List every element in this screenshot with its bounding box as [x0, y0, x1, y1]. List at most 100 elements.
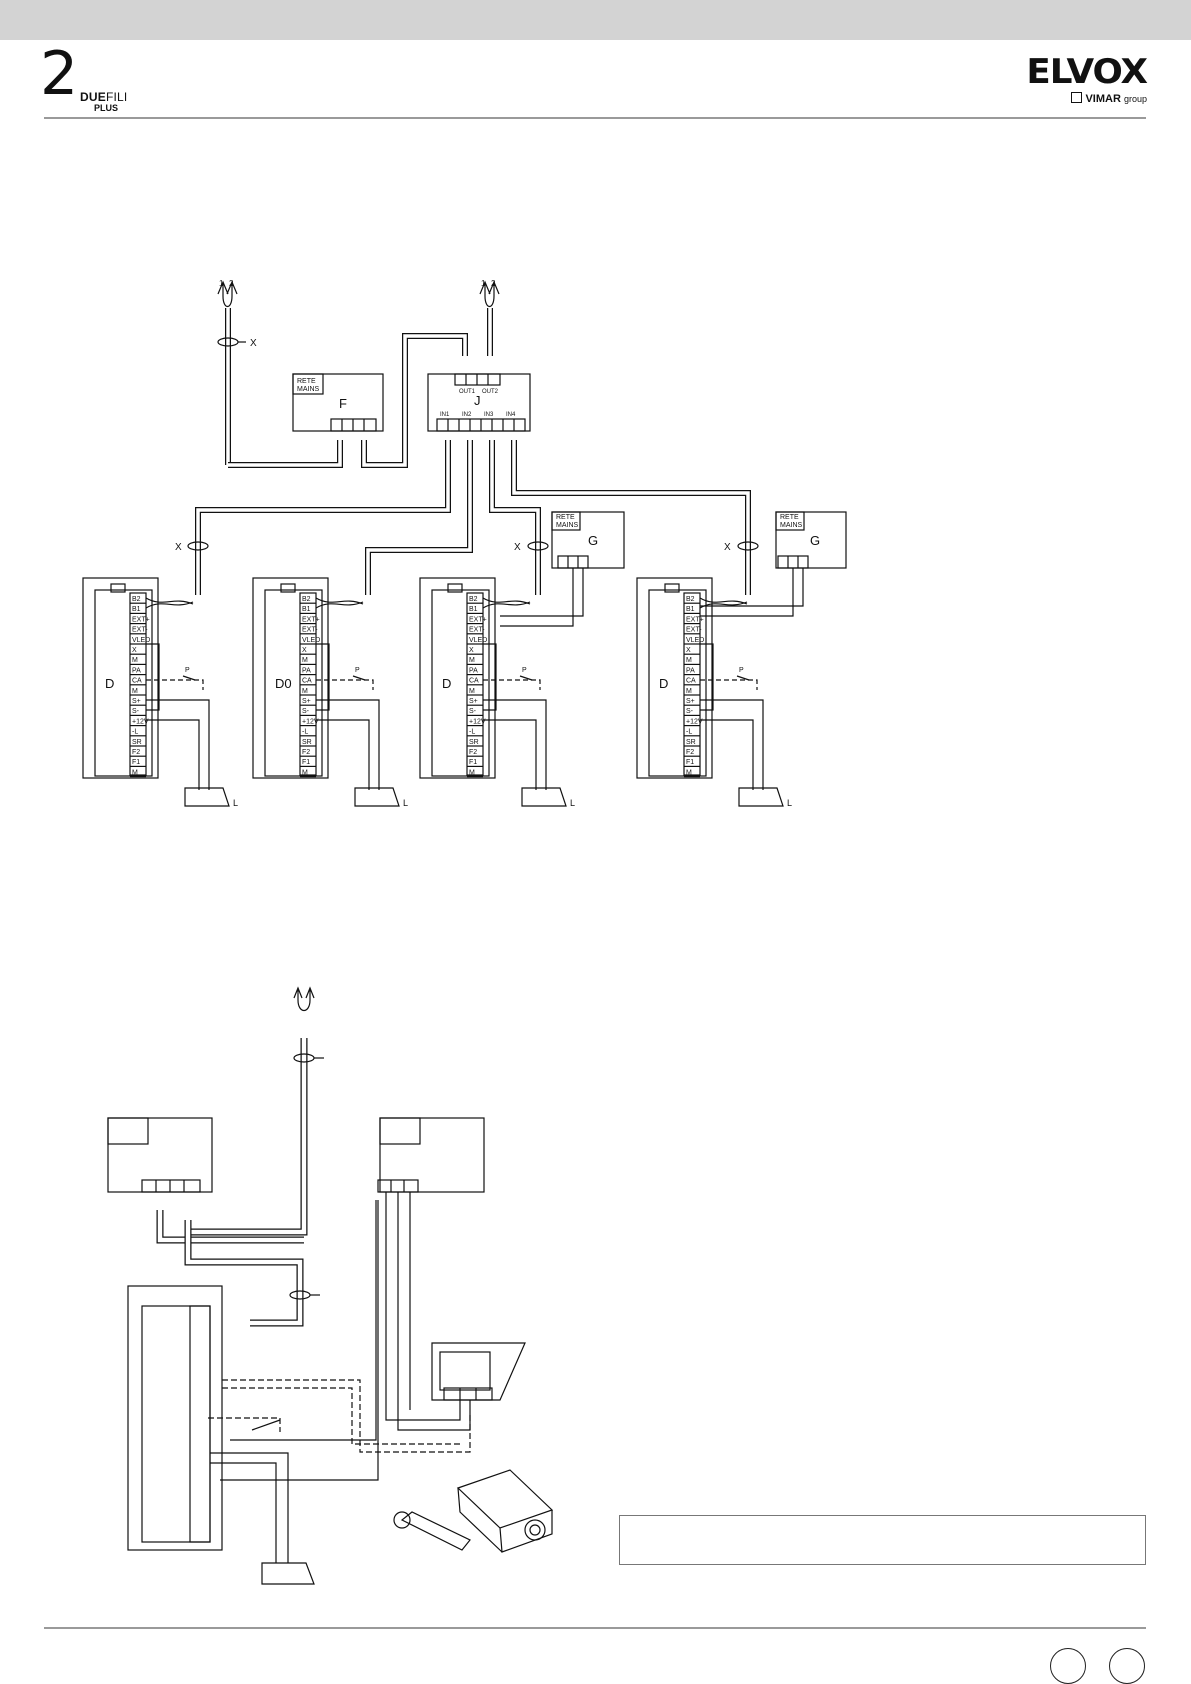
panel-terminal-12v: +12V — [686, 718, 703, 725]
entrance-panels: B2B1EXT+EXT-VLEDXMPACAMS+S-+12V-LSRF2F1M… — [82, 577, 792, 808]
panel-terminal-f2: F2 — [132, 749, 140, 756]
panel-terminal-x: X — [469, 647, 474, 654]
entrance-panel-1: B2B1EXT+EXT-VLEDXMPACAMS+S-+12V-LSRF2F1M… — [82, 577, 238, 808]
panel-terminal-ext: EXT+ — [302, 616, 320, 623]
push-button-label: P — [355, 667, 360, 674]
vimar-mark-icon — [1071, 92, 1083, 103]
lock-label: L — [787, 798, 792, 808]
panel-label: D — [105, 676, 114, 691]
diagram-2 — [107, 986, 554, 1585]
panel-terminal-sr: SR — [469, 739, 479, 746]
panel-terminal-vled: VLED — [469, 637, 487, 644]
panel-button-contact — [352, 675, 366, 681]
panel-lock-wire — [146, 719, 200, 790]
top-terminal-label-1: 1 — [219, 279, 224, 288]
panel-terminal-b2: B2 — [132, 596, 141, 603]
panel-terminal-l: -L — [132, 729, 138, 736]
push-button-label: P — [185, 667, 190, 674]
panel-terminal-f1: F1 — [302, 759, 310, 766]
power-unit-left — [107, 1117, 213, 1193]
panel-terminal-m: M — [302, 657, 308, 664]
panel-bus-wire — [145, 601, 194, 609]
panel-terminal-f1: F1 — [469, 759, 477, 766]
note-box — [619, 1515, 1146, 1565]
panel-terminal-strip — [129, 592, 147, 776]
panel-terminal-ca: CA — [469, 678, 479, 685]
duefili-plus-logo: 2 DUEFILI PLUS — [40, 44, 150, 113]
lock-symbol — [354, 787, 400, 807]
panel-terminal-b2: B2 — [469, 596, 478, 603]
panel-button-contact — [182, 675, 196, 681]
panel-lock-wire — [146, 699, 210, 790]
panel-terminal-12v: +12V — [469, 718, 486, 725]
cable-marker-x: X — [250, 338, 257, 349]
unit-j-in4: IN4 — [506, 412, 516, 418]
panel-terminal-l: -L — [686, 729, 692, 736]
top-terminal-group-right — [479, 280, 500, 356]
panel-terminal-l: -L — [302, 729, 308, 736]
lock-label: L — [570, 798, 575, 808]
camera-icon — [393, 1469, 554, 1553]
panel-terminal-strip — [466, 592, 484, 776]
unit-j-out1: OUT1 — [459, 389, 476, 395]
lock-symbol — [521, 787, 567, 807]
panel-label: D0 — [275, 676, 292, 691]
panel-body — [264, 589, 323, 777]
panel-terminal-b2: B2 — [686, 596, 695, 603]
top-terminal-label-r1: 1 — [481, 279, 486, 288]
panel-vled-wire — [146, 643, 160, 711]
panel-lock-wire — [700, 699, 764, 790]
lock-symbol — [261, 1562, 315, 1585]
panel-terminal-m: M — [469, 769, 475, 776]
logo-fili: FILI — [105, 90, 128, 104]
panel-connector — [664, 583, 680, 593]
panel-vled-wire — [483, 643, 497, 711]
footer-rule — [44, 1627, 1146, 1629]
entrance-panel-2: B2B1EXT+EXT-VLEDXMPACAMS+S-+12V-LSRF2F1M… — [252, 577, 408, 808]
panel-body — [431, 589, 490, 777]
panel-vled-wire — [700, 643, 714, 711]
panel-terminal-s: S+ — [132, 698, 141, 705]
panel-frame — [252, 577, 329, 779]
panel-terminal-12v: +12V — [302, 718, 319, 725]
panel-terminal-m: M — [302, 769, 308, 776]
panel-terminal-pa: PA — [132, 667, 141, 674]
panel-label: D — [442, 676, 451, 691]
top-band — [0, 0, 1191, 40]
elvox-logo: ELVOX VIMAR group — [1005, 55, 1148, 108]
panel-terminal-ext: EXT- — [302, 627, 318, 634]
lock-label: L — [403, 798, 408, 808]
panel-frame — [636, 577, 713, 779]
panel-terminal-m: M — [132, 688, 138, 695]
panel-lock-wire — [483, 699, 547, 790]
header-rule — [44, 117, 1146, 119]
camera-psu — [431, 1342, 526, 1401]
panel-terminal-strip — [299, 592, 317, 776]
panel-terminal-f2: F2 — [469, 749, 477, 756]
panel-terminal-f2: F2 — [302, 749, 310, 756]
logo-line1: DUEFILI — [80, 90, 127, 104]
panel-connector — [447, 583, 463, 593]
diagram-1: 1 2 X 1 2 F RETE MAINS J OUT1 OUT2 IN1 — [187, 279, 847, 627]
panel-vled-wire — [316, 643, 330, 711]
panel-lock-wire — [316, 699, 380, 790]
cable-marker-x-1: X — [175, 542, 182, 553]
unit-g2-mains-2: MAINS — [780, 522, 803, 529]
panel-body — [94, 589, 153, 777]
panel-terminal-pa: PA — [469, 667, 478, 674]
power-unit-right — [379, 1117, 485, 1193]
unit-f-mains-1: RETE — [297, 378, 316, 385]
panel-button-contact — [736, 675, 750, 681]
unit-j-in2: IN2 — [462, 412, 472, 418]
panel-button-wire — [146, 679, 204, 690]
panel-terminal-s: S+ — [686, 698, 695, 705]
panel-terminal-m: M — [686, 657, 692, 664]
panel-terminal-strip — [683, 592, 701, 776]
unit-j-in1: IN1 — [440, 412, 450, 418]
panel-terminal-ext: EXT+ — [132, 616, 150, 623]
panel-terminal-m: M — [686, 688, 692, 695]
panel-terminal-ext: EXT- — [469, 627, 485, 634]
unit-g2-box — [775, 511, 847, 569]
panel-terminal-m: M — [469, 688, 475, 695]
